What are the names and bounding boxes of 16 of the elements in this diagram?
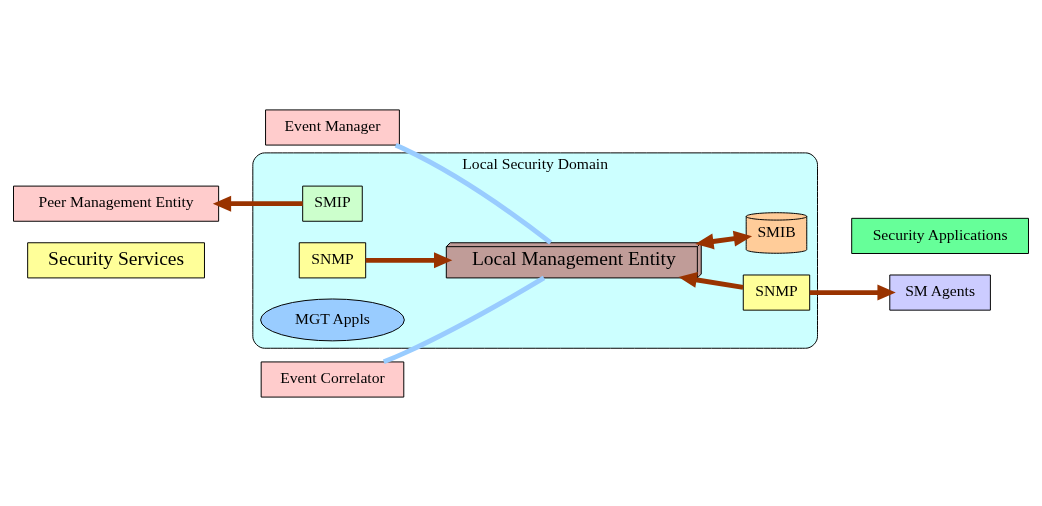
node-box: SNMP [298,241,367,278]
node-box: Event Manager [265,108,400,146]
node-box: Security Applications [851,217,1029,254]
arrow [678,271,744,290]
arrow [212,195,303,212]
node-ellipse: MGT Appls [260,298,405,341]
node-box: SM Agents [889,274,991,311]
node-box: Event Correlator [260,360,405,398]
arrow [365,251,453,268]
node-box: SNMP [742,274,811,311]
connector [394,142,553,245]
connector [382,275,546,364]
node-box: Security Services [27,241,205,278]
node-box: Peer Management Entity [13,185,220,222]
node-box: SMIP [302,185,363,222]
arrow [809,284,896,301]
